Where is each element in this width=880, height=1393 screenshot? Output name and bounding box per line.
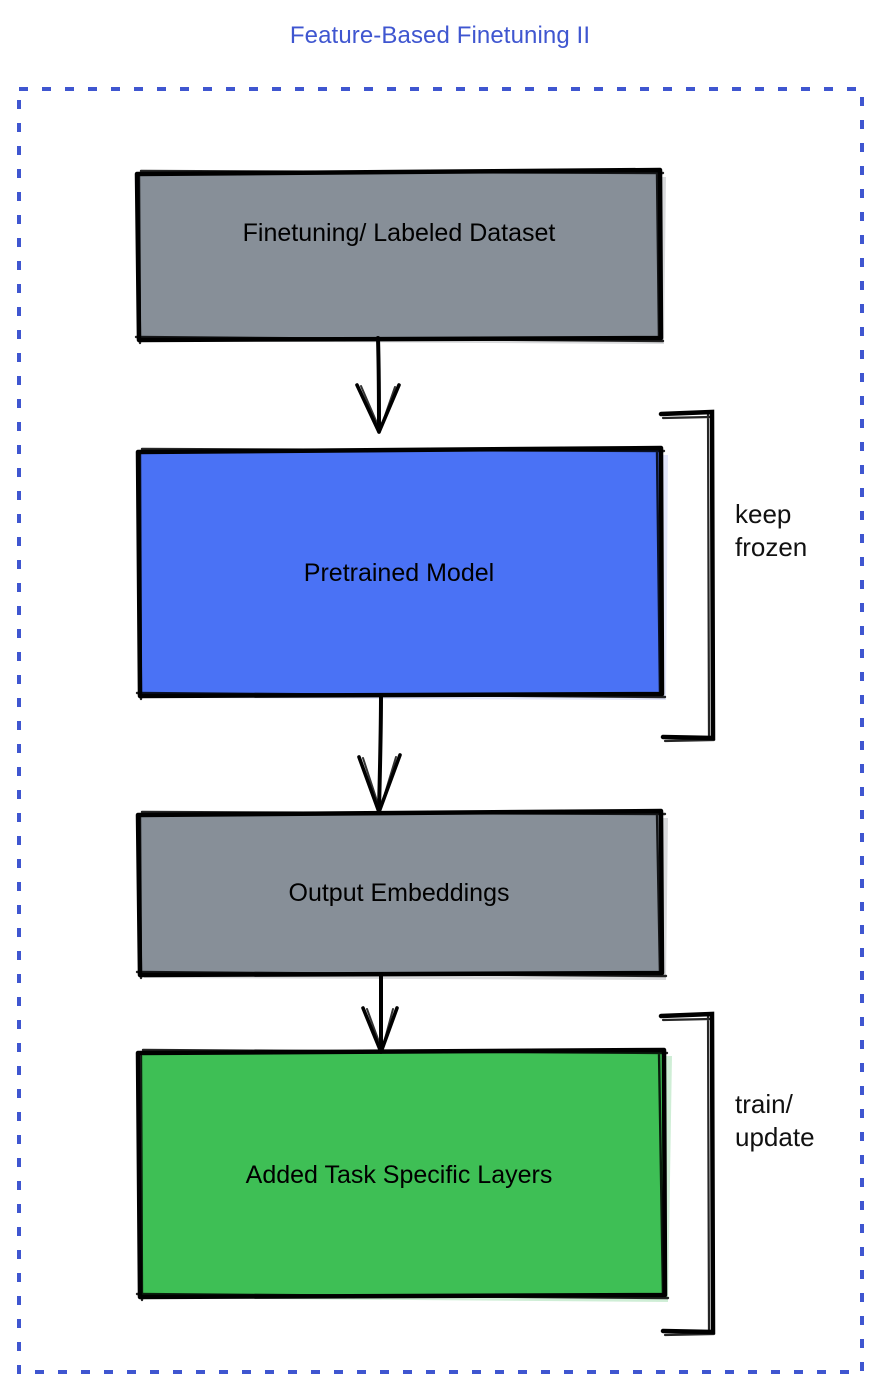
node-dataset[interactable] bbox=[134, 167, 666, 345]
node-task-layers-labelbox: Added Task Specific Layers bbox=[138, 1161, 660, 1190]
node-pretrained-model-label: Pretrained Model bbox=[303, 559, 495, 587]
node-task-layers-fill bbox=[141, 1051, 664, 1296]
node-dataset-fill bbox=[139, 171, 660, 339]
node-dataset-label: Finetuning/ Labeled Dataset bbox=[242, 219, 556, 247]
node-output-embeddings[interactable] bbox=[135, 808, 668, 980]
bracket-keep-frozen bbox=[658, 409, 716, 743]
page-title: Feature-Based Finetuning II bbox=[289, 22, 591, 49]
bracket-keep-frozen-sketch bbox=[661, 412, 716, 743]
bracket-train-update bbox=[658, 1011, 716, 1337]
bracket-keep-frozen-label: keep frozen bbox=[735, 499, 808, 562]
arrow-embeddings-to-layers-head-sketch bbox=[366, 1008, 394, 1051]
node-pretrained-model-outline-sketch bbox=[135, 447, 667, 701]
node-pretrained-model-labelbox: Pretrained Model bbox=[138, 559, 660, 588]
node-dataset-labelbox: Finetuning/ Labeled Dataset bbox=[138, 219, 660, 248]
node-output-embeddings-outline-sketch bbox=[135, 810, 668, 980]
bracket-train-update-sketch bbox=[661, 1014, 716, 1337]
arrow-dataset-to-model-head-sketch bbox=[360, 385, 396, 431]
bracket-keep-frozen-path bbox=[658, 409, 716, 741]
node-task-layers[interactable] bbox=[135, 1047, 672, 1302]
arrow-dataset-to-model bbox=[355, 336, 401, 434]
bracket-train-update-label: train/ update bbox=[735, 1089, 815, 1152]
node-output-embeddings-fill bbox=[140, 812, 661, 974]
arrow-embeddings-to-layers bbox=[361, 972, 399, 1054]
outer-dotted-border bbox=[17, 87, 864, 1374]
arrow-dataset-to-model-shaft bbox=[376, 336, 381, 432]
arrow-model-to-embeddings bbox=[357, 693, 402, 814]
arrow-model-to-embeddings-shaft bbox=[377, 693, 383, 812]
node-output-embeddings-labelbox: Output Embeddings bbox=[138, 879, 660, 908]
node-pretrained-model-fill bbox=[140, 449, 661, 695]
bracket-train-update-path bbox=[658, 1011, 716, 1335]
node-task-layers-outline-sketch bbox=[135, 1048, 670, 1302]
node-dataset-outline-sketch bbox=[134, 169, 665, 345]
node-output-embeddings-label: Output Embeddings bbox=[288, 879, 510, 907]
arrow-model-to-embeddings-head-sketch bbox=[362, 756, 397, 811]
node-pretrained-model[interactable] bbox=[135, 445, 668, 701]
node-task-layers-label: Added Task Specific Layers bbox=[245, 1161, 553, 1189]
